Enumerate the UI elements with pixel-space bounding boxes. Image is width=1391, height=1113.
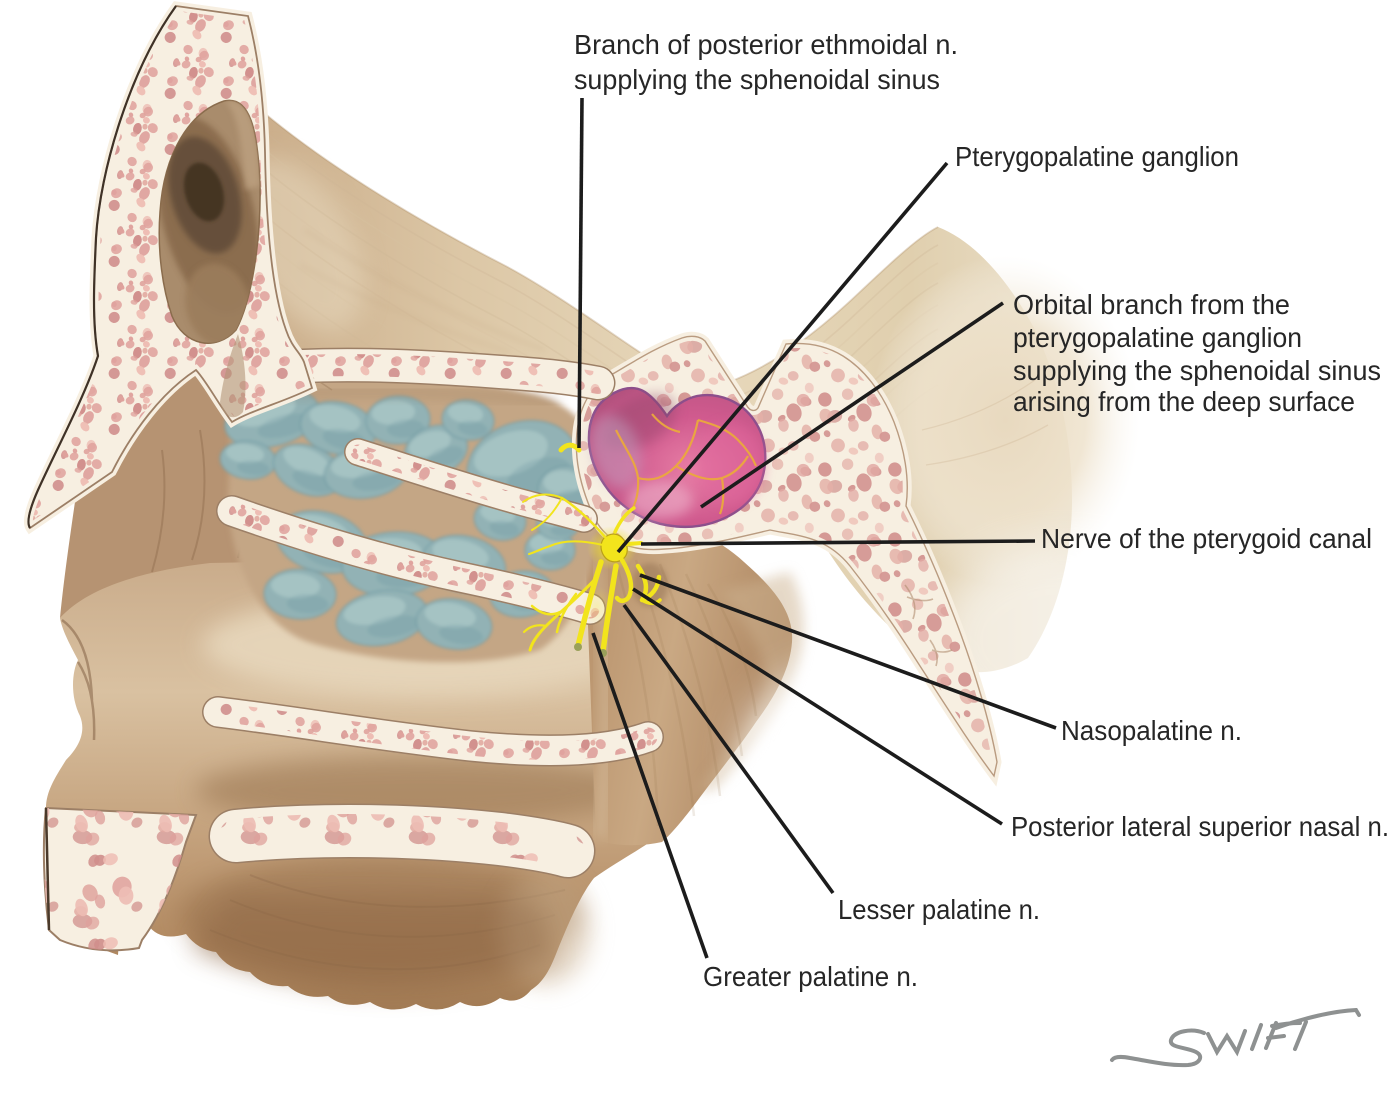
svg-text:Nasopalatine n.: Nasopalatine n. — [1061, 715, 1242, 746]
svg-text:Greater palatine n.: Greater palatine n. — [703, 961, 918, 992]
svg-text:pterygopalatine ganglion: pterygopalatine ganglion — [1013, 322, 1302, 353]
svg-text:supplying the sphenoidal sinus: supplying the sphenoidal sinus — [574, 64, 940, 95]
svg-text:supplying the sphenoidal sinus: supplying the sphenoidal sinus — [1013, 355, 1381, 386]
svg-text:Posterior lateral superior nas: Posterior lateral superior nasal n. — [1011, 811, 1389, 842]
svg-text:arising from the deep surface: arising from the deep surface — [1013, 386, 1355, 417]
svg-text:Pterygopalatine ganglion: Pterygopalatine ganglion — [955, 141, 1239, 172]
svg-text:Orbital branch from the: Orbital branch from the — [1013, 289, 1290, 320]
svg-text:Nerve of the pterygoid canal: Nerve of the pterygoid canal — [1041, 523, 1372, 554]
svg-text:Lesser palatine n.: Lesser palatine n. — [838, 894, 1040, 925]
svg-text:Branch of posterior ethmoidal: Branch of posterior ethmoidal n. — [574, 29, 958, 60]
